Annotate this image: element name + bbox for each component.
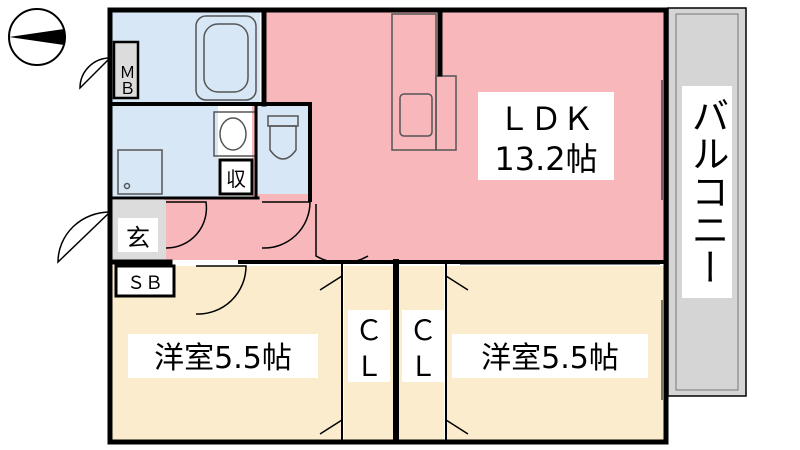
bathtub-icon (195, 15, 257, 101)
western-left-label: 洋室5.5帖 (154, 341, 292, 376)
meter-box-label: ＭＢ (117, 64, 136, 96)
toilet-room (258, 106, 310, 194)
washer-pan-icon (117, 149, 163, 195)
shoe-box-label: ＳＢ (127, 273, 163, 294)
washroom (112, 106, 218, 198)
walls (107, 7, 669, 445)
shoe-box (114, 264, 176, 298)
closet-right-c: Ｃ (409, 314, 437, 347)
washbasin-icon (213, 111, 257, 157)
balcony-label: バルコニー (685, 96, 729, 286)
storage-label: 収 (226, 167, 246, 191)
ldk-size: 13.2帖 (494, 140, 597, 178)
ldk-label-bg (478, 92, 614, 180)
door-swings (57, 57, 469, 435)
closet-left-c: Ｃ (355, 314, 383, 347)
closet-left-label-bg (348, 310, 390, 382)
western-left-label-bg (128, 334, 318, 378)
storage-box (218, 158, 254, 196)
window-marks (460, 80, 667, 400)
closet-right-l: Ｌ (409, 350, 437, 383)
closet-left-l: Ｌ (355, 350, 383, 383)
meter-box (112, 40, 140, 100)
entrance-label-bg (118, 218, 158, 252)
toilet-icon (267, 115, 299, 160)
ldk-name: ＬＤＫ (498, 100, 594, 138)
closet-right-label-bg (402, 310, 444, 382)
entrance-label: 玄 (126, 224, 150, 252)
balcony-inner (675, 13, 739, 391)
western-right-label-bg (452, 334, 648, 378)
kitchen-counter (391, 13, 457, 151)
balcony-label-bg (682, 86, 732, 298)
western-right-label: 洋室5.5帖 (481, 341, 619, 376)
compass-icon (8, 8, 66, 66)
